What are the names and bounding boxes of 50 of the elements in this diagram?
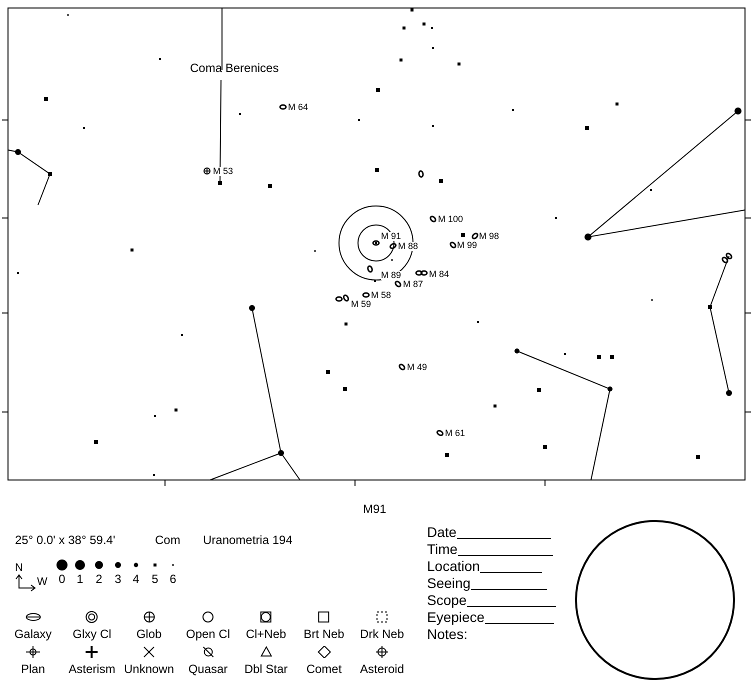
object-label: M 87 [403,280,424,289]
object-label: M 59 [351,300,372,309]
chart-info: 25° 0.0' x 38° 59.4' [15,534,116,546]
object-label: M 100 [438,215,464,224]
legend-label: Glob [136,628,162,640]
object-label: M 61 [445,429,466,438]
legend-label: Comet [306,663,342,675]
object-label: M 58 [371,291,392,300]
form-label: Scope [427,593,467,607]
legend-label: Brt Neb [304,628,344,640]
legend-label: Cl+Neb [246,628,286,640]
eyepiece-view-circle [575,520,735,680]
object-label: M 91 [381,232,402,241]
legend-label: Galaxy [14,628,52,640]
form-label: Notes: [427,627,468,641]
object-label: M 84 [429,270,450,279]
legend-label: 3 [114,573,122,585]
form-label: Location [427,559,480,573]
legend-label: Drk Neb [360,628,404,640]
constellation-name: Coma Berenices [190,62,279,74]
object-label: M 53 [213,167,234,176]
object-label: M 98 [479,232,500,241]
legend-label: Dbl Star [244,663,288,675]
chart-info: Com [155,534,180,546]
object-label: M 89 [381,271,402,280]
chart-info: Uranometria 194 [203,534,292,546]
form-label: Eyepiece [427,610,485,624]
legend-label: 6 [170,573,176,585]
object-label: M 64 [288,103,308,112]
chart-title: M91 [363,503,386,515]
legend-label: Plan [20,663,46,675]
legend-label: 4 [132,573,140,585]
legend-label: Asterism [68,663,116,675]
object-label: M 99 [457,241,478,250]
legend-label: 1 [76,573,84,585]
legend-label: Open Cl [186,628,230,640]
legend-label: Unknown [124,663,174,675]
compass-letter: W [37,577,48,588]
legend-label: Glxy Cl [72,628,112,640]
compass-letter: N [15,563,23,574]
object-label: M 49 [407,363,428,372]
legend-label: 0 [58,573,66,585]
form-label: Date [427,525,457,539]
legend-label: Asteroid [360,663,404,675]
legend-label: Quasar [188,663,228,675]
legend-label: 5 [152,573,158,585]
object-label: M 88 [398,242,418,251]
form-label: Time [427,542,458,556]
legend-label: 2 [96,573,102,585]
form-label: Seeing [427,576,471,590]
